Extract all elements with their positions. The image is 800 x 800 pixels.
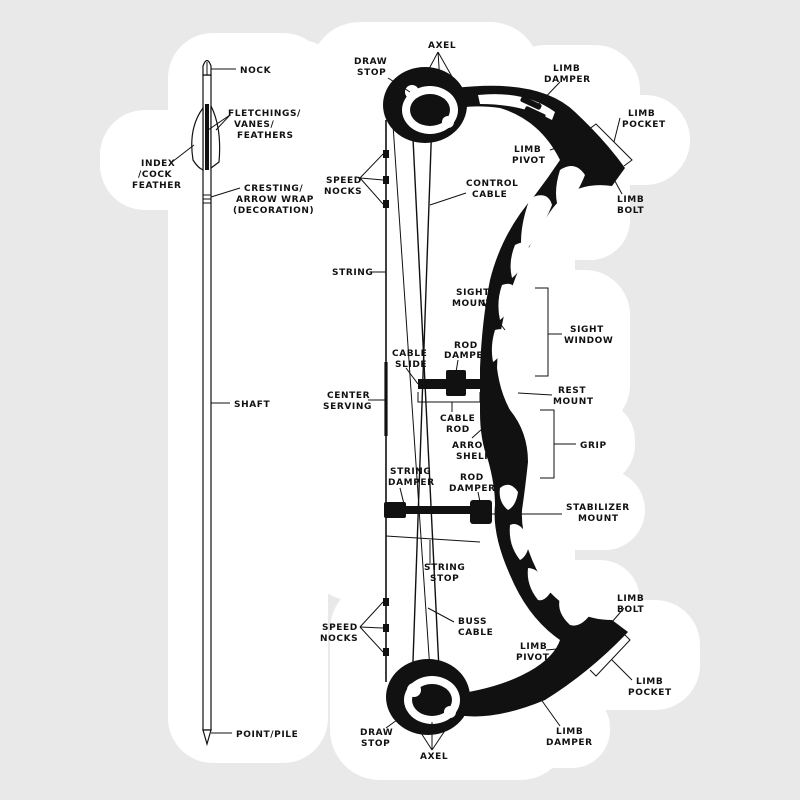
string-damper [384, 502, 406, 518]
label-cable-rod: CABLE ROD [440, 414, 479, 435]
label-buss-cable: BUSS CABLE [458, 617, 493, 638]
speed-nocks-bottom [383, 598, 389, 656]
rod-damper-bottom [470, 500, 492, 524]
label-cable-slide: CABLE SLIDE [392, 349, 431, 370]
compound-bow [383, 67, 628, 735]
label-string: STRING [332, 268, 373, 278]
string-damper-rod [386, 506, 481, 514]
label-shaft: SHAFT [234, 400, 271, 410]
control-cable [411, 117, 441, 691]
label-limb-pivot-bottom: LIMB PIVOT [516, 642, 551, 663]
riser-cutouts [478, 94, 590, 626]
cable-slide [446, 370, 466, 396]
label-limb-bolt-bottom: LIMB BOLT [617, 594, 648, 615]
label-stabilizer-mount: STABILIZER MOUNT [566, 503, 634, 524]
top-cam [383, 67, 467, 143]
label-string-damper: STRING DAMPER [388, 467, 435, 488]
label-rod-damper-top: ROD DAMPER [444, 341, 491, 361]
label-limb-damper-top: LIMB DAMPER [544, 64, 591, 85]
label-string-stop: STRING STOP [424, 563, 469, 584]
label-index-feather: INDEX /COCK FEATHER [132, 159, 182, 191]
label-center-serving: CENTER SERVING [323, 391, 374, 412]
label-grip: GRIP [580, 441, 607, 451]
label-sight-window: SIGHT WINDOW [564, 325, 613, 346]
arrow-point [202, 729, 212, 747]
label-draw-stop-bottom: DRAW STOP [360, 728, 397, 749]
sticker-background [100, 22, 700, 780]
label-rod-damper-bottom: ROD DAMPER [449, 473, 496, 494]
label-axel-top: AXEL [428, 41, 456, 51]
label-cresting: CRESTING/ ARROW WRAP (DECORATION) [233, 184, 318, 216]
label-speed-nocks-top: SPEED NOCKS [324, 176, 366, 197]
speed-nocks-top [383, 150, 389, 208]
limb-damper-bottom [528, 661, 560, 697]
label-arrow-shelf: ARROW SHELF [452, 441, 497, 462]
label-limb-bolt-top: LIMB BOLT [617, 195, 648, 216]
label-control-cable: CONTROL CABLE [466, 179, 522, 200]
bottom-cam [386, 659, 470, 735]
fletching-vane [210, 105, 221, 170]
label-sight-mounts: SIGHT MOUNTS [452, 288, 500, 309]
buss-cable [411, 117, 433, 691]
label-speed-nocks-bottom: SPEED NOCKS [320, 623, 362, 644]
label-nock: NOCK [240, 66, 272, 76]
label-limb-damper-bottom: LIMB DAMPER [546, 727, 593, 748]
label-limb-pocket-top: LIMB POCKET [622, 109, 666, 130]
label-rest-mount: REST MOUNT [553, 386, 594, 407]
label-draw-stop-top: DRAW STOP [354, 57, 391, 78]
label-axel-bottom: AXEL [420, 752, 448, 762]
arrow-shaft [202, 74, 212, 731]
label-point: POINT/PILE [236, 730, 298, 740]
index-feather [191, 106, 204, 171]
label-fletchings: FLETCHINGS/ VANES/ FEATHERS [228, 109, 305, 141]
label-limb-pocket-bottom: LIMB POCKET [628, 677, 672, 698]
arrow [191, 59, 221, 747]
label-limb-pivot-top: LIMB PIVOT [512, 145, 546, 166]
